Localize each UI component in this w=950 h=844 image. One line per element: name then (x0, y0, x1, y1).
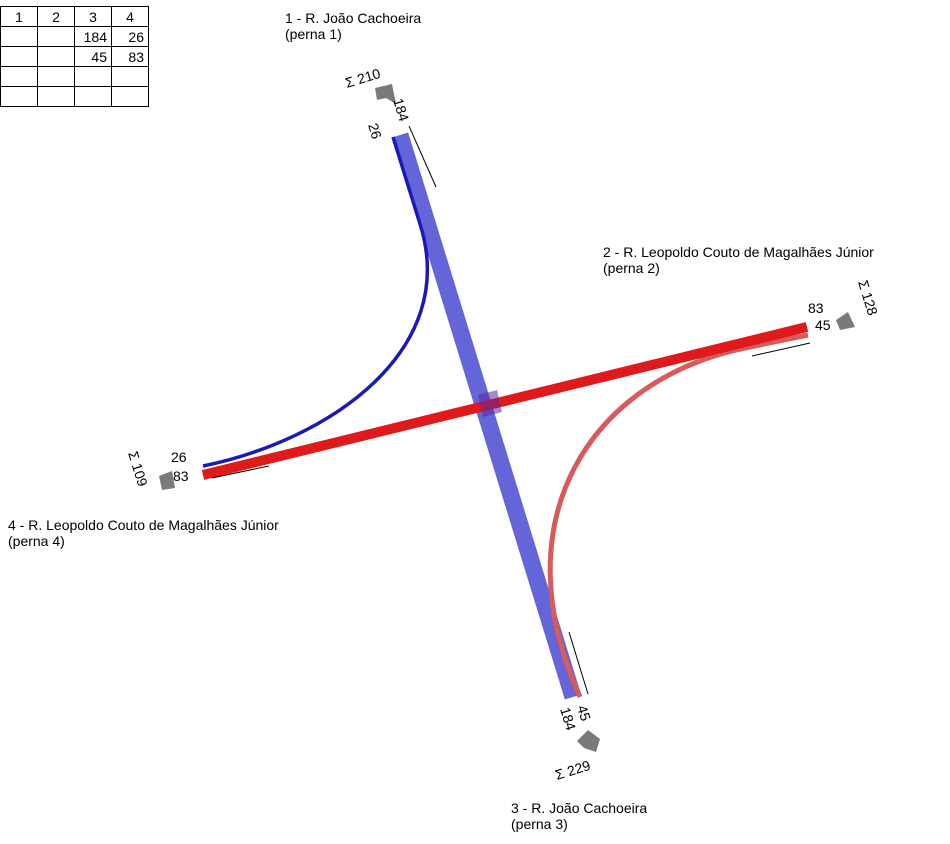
matrix-cell (0, 86, 38, 107)
intersection-overlay (478, 390, 502, 417)
arrow-leg2-icon (836, 312, 855, 330)
leg1-label: 1 - R. João Cachoeira (perna 1) (285, 10, 421, 42)
leg1-sub: (perna 1) (285, 26, 342, 42)
matrix-cell (37, 46, 75, 67)
leg4-value-a: 26 (171, 449, 187, 465)
leg1-total: Σ 210 (343, 65, 382, 91)
matrix-cell (0, 26, 38, 47)
matrix-cell (0, 66, 38, 87)
leg3-sub: (perna 3) (511, 816, 568, 832)
arrow-leg4-icon (159, 471, 175, 490)
matrix-row: 45 83 (0, 46, 149, 67)
matrix-cell: 26 (111, 26, 149, 47)
ref-line-leg1 (408, 125, 437, 188)
matrix-cell (74, 66, 112, 87)
matrix-header-cell: 3 (74, 6, 112, 27)
leg3-total: Σ 229 (553, 757, 592, 783)
matrix-row (0, 66, 149, 87)
matrix-cell (0, 46, 38, 67)
matrix-row: 184 26 (0, 26, 149, 47)
leg1-name: 1 - R. João Cachoeira (285, 10, 422, 26)
leg4-label: 4 - R. Leopoldo Couto de Magalhães Júnio… (8, 517, 279, 549)
matrix-cell: 83 (111, 46, 149, 67)
matrix-cell (74, 86, 112, 107)
leg4-name: 4 - R. Leopoldo Couto de Magalhães Júnio… (8, 517, 279, 533)
leg2-label: 2 - R. Leopoldo Couto de Magalhães Júnio… (603, 244, 874, 276)
matrix-cell: 45 (74, 46, 112, 67)
matrix-cell (37, 66, 75, 87)
leg1-value-b: 184 (390, 96, 412, 123)
leg2-name: 2 - R. Leopoldo Couto de Magalhães Júnio… (603, 244, 874, 260)
matrix-cell: 184 (74, 26, 112, 47)
matrix-header-cell: 1 (0, 6, 38, 27)
ref-line-leg2 (751, 342, 811, 357)
leg2-total: Σ 128 (855, 278, 881, 317)
leg3-value-b: 184 (557, 705, 579, 732)
leg3-label: 3 - R. João Cachoeira (perna 3) (511, 800, 647, 832)
matrix-header-cell: 2 (37, 6, 75, 27)
leg3-value-a: 45 (574, 703, 594, 723)
leg4-sub: (perna 4) (8, 533, 65, 549)
matrix-header-row: 1 2 3 4 (0, 6, 149, 27)
matrix-cell (111, 66, 149, 87)
matrix-header-cell: 4 (111, 6, 149, 27)
matrix-row (0, 86, 149, 107)
flow-leg2-to-leg3 (547, 332, 809, 699)
leg2-value-a: 83 (808, 300, 824, 316)
arrow-leg1-icon (375, 84, 396, 104)
leg1-value-a: 26 (365, 121, 385, 141)
flow-leg1-to-leg4 (202, 136, 429, 468)
leg4-total: Σ 109 (125, 449, 151, 488)
flow-leg2-to-leg4 (201, 322, 809, 480)
matrix-cell (111, 86, 149, 107)
leg2-sub: (perna 2) (603, 260, 660, 276)
matrix-cell (37, 26, 75, 47)
ref-line-leg4 (211, 465, 270, 479)
leg2-value-b: 45 (815, 317, 831, 333)
leg3-name: 3 - R. João Cachoeira (511, 800, 648, 816)
leg4-value-b: 83 (173, 468, 189, 484)
ref-line-leg3 (568, 631, 589, 695)
od-matrix: 1 2 3 4 184 26 45 83 (0, 6, 149, 107)
matrix-cell (37, 86, 75, 107)
arrow-leg3-icon (577, 730, 600, 752)
